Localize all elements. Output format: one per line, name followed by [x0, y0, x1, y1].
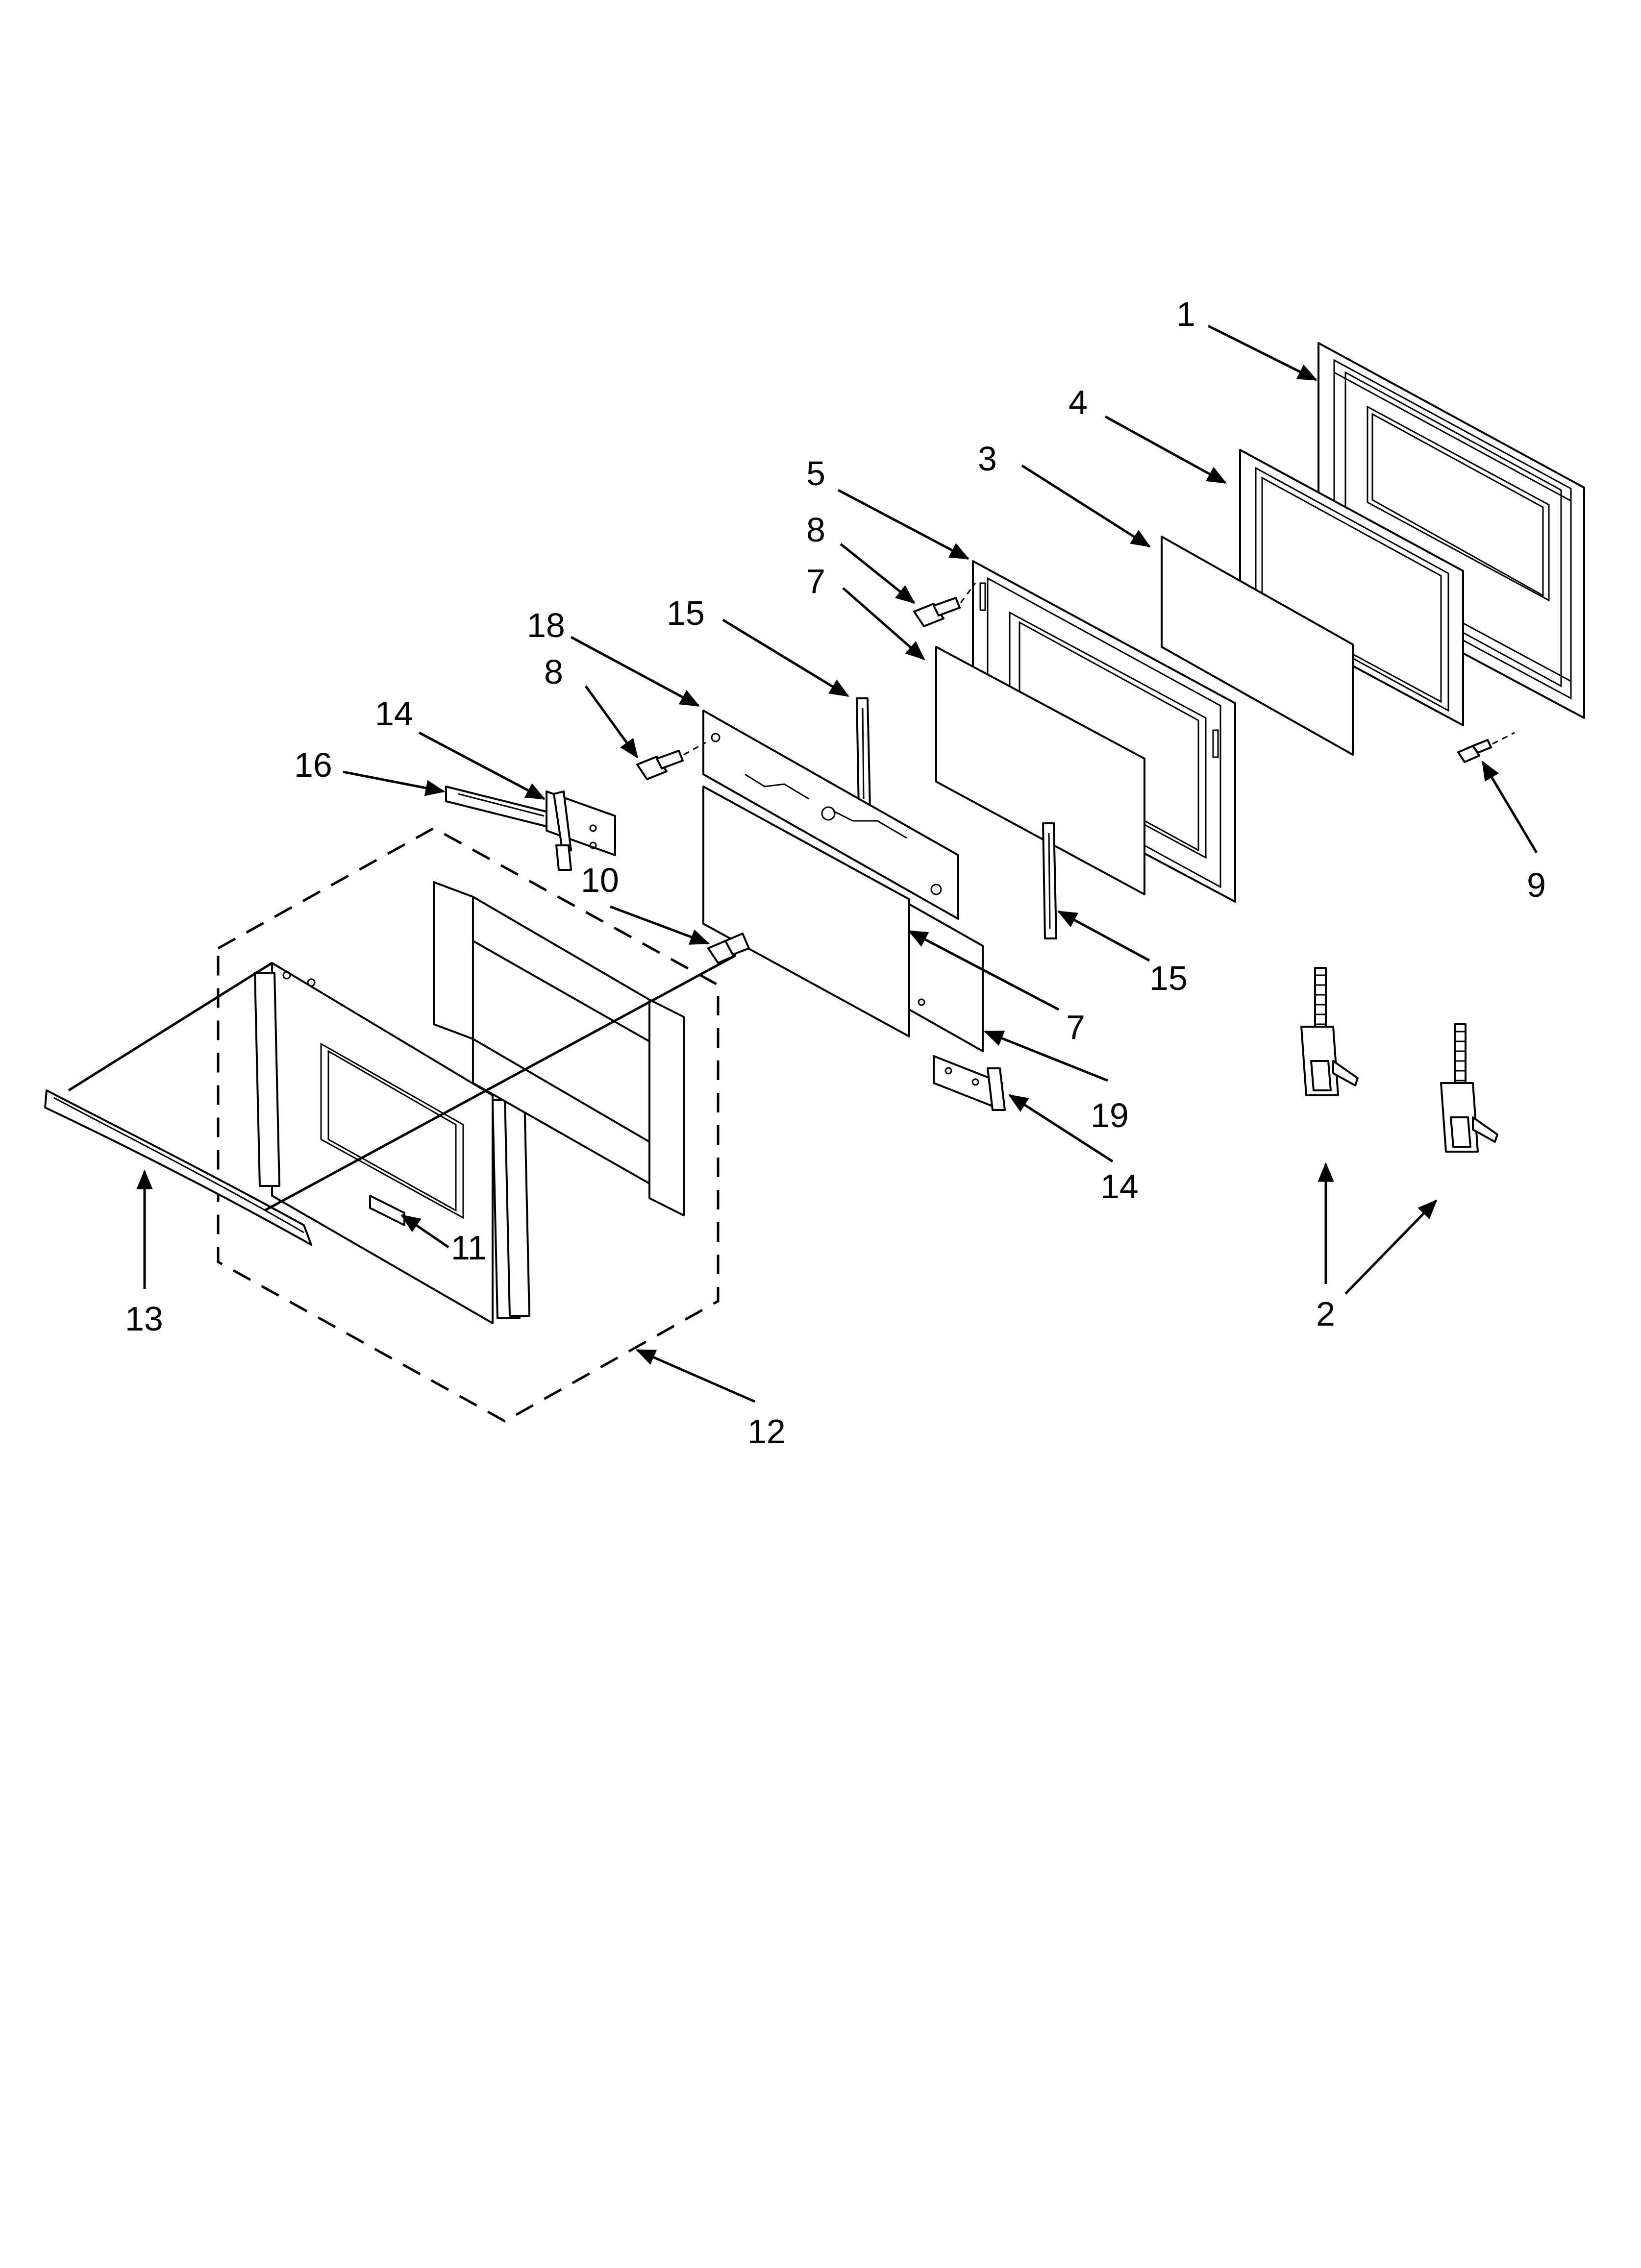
callout-4: 4 [1069, 383, 1088, 421]
side-trim-strip [445, 786, 555, 829]
callout-10: 10 [581, 861, 619, 899]
inner-glass-pane-lower [702, 786, 910, 1037]
screw-lower [636, 741, 706, 780]
assembly-lines [68, 732, 1515, 1212]
callout-arrows [136, 324, 1538, 1403]
callout-8-upper: 8 [806, 511, 825, 549]
screw-side [1457, 739, 1492, 763]
callout-5: 5 [806, 454, 825, 493]
hinge-receiver-lower [933, 1055, 1006, 1111]
callout-18: 18 [527, 606, 565, 644]
door-hinge-right [1440, 1023, 1498, 1153]
hinge-receiver-upper [546, 790, 616, 871]
callout-14-upper: 14 [375, 694, 413, 733]
callout-16: 16 [294, 746, 332, 784]
screw-upper [913, 583, 976, 627]
inner-glass-pane-upper [935, 646, 1145, 895]
callout-13: 13 [125, 1300, 163, 1338]
callout-12: 12 [747, 1412, 786, 1451]
callout-2: 2 [1316, 1295, 1335, 1333]
callout-15-lower: 15 [1149, 959, 1188, 997]
glass-retainer-bracket-upper [856, 697, 871, 810]
callout-9: 9 [1527, 866, 1546, 904]
outer-door-panel [1318, 342, 1585, 719]
screw-handle [707, 933, 750, 964]
door-vent-baffle [702, 710, 959, 920]
outer-glass-pane [1161, 536, 1354, 756]
door-glass-frame [1239, 449, 1464, 726]
glass-retainer-bracket-lower [1042, 822, 1057, 939]
callout-19: 19 [1091, 1096, 1129, 1134]
callout-3: 3 [978, 440, 997, 478]
bottom-door-trim [908, 903, 984, 1052]
callout-1: 1 [1176, 295, 1195, 333]
callout-14-lower: 14 [1100, 1167, 1139, 1206]
callout-labels: 1 4 3 5 8 7 18 15 8 14 16 10 9 15 7 19 1… [125, 295, 1546, 1451]
callout-11: 11 [451, 1229, 487, 1267]
callout-8-lower: 8 [544, 653, 563, 691]
door-hinge-left [1300, 967, 1359, 1096]
callout-7-upper: 7 [806, 562, 825, 600]
callout-7-lower: 7 [1066, 1008, 1085, 1046]
callout-15-upper: 15 [667, 594, 705, 632]
